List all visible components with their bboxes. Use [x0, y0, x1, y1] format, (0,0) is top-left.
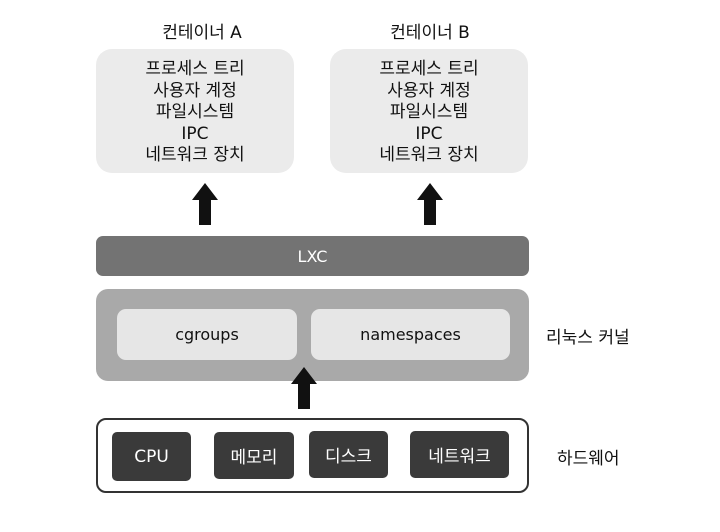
cpu-label: CPU: [134, 446, 169, 467]
container-b-item: 파일시스템: [389, 102, 469, 122]
cpu-box: CPU: [112, 432, 191, 481]
disk-label: 디스크: [325, 447, 372, 467]
arrow-up-icon: [192, 183, 218, 225]
arrow-up-icon: [417, 183, 443, 225]
container-a-box: 프로세스 트리 사용자 계정 파일시스템 IPC 네트워크 장치: [96, 49, 294, 173]
memory-box: 메모리: [214, 432, 294, 479]
kernel-label: 리눅스 커널: [546, 328, 630, 348]
cgroups-box: cgroups: [117, 309, 297, 360]
hardware-label: 하드웨어: [557, 449, 620, 469]
disk-box: 디스크: [309, 431, 388, 478]
network-label: 네트워크: [428, 447, 491, 467]
namespaces-label: namespaces: [360, 325, 461, 344]
lxc-label: LXC: [297, 246, 328, 266]
container-a-title: 컨테이너 A: [162, 23, 242, 43]
memory-label: 메모리: [230, 448, 278, 468]
lxc-bar: LXC: [96, 236, 529, 276]
container-b-item: 사용자 계정: [387, 80, 471, 101]
network-box: 네트워크: [410, 431, 509, 478]
container-b-item: 네트워크 장치: [379, 145, 479, 165]
container-a-item: 파일시스템: [155, 102, 235, 122]
container-a-item: 사용자 계정: [153, 80, 237, 101]
arrow-up-icon: [291, 367, 317, 409]
container-a-item: 프로세스 트리: [145, 59, 245, 79]
container-b-item: IPC: [415, 123, 443, 144]
container-b-box: 프로세스 트리 사용자 계정 파일시스템 IPC 네트워크 장치: [330, 49, 528, 173]
container-b-item: 프로세스 트리: [379, 59, 479, 79]
container-b-title: 컨테이너 B: [390, 23, 470, 43]
cgroups-label: cgroups: [175, 325, 239, 344]
container-a-item: 네트워크 장치: [145, 145, 245, 165]
container-a-item: IPC: [181, 123, 209, 144]
namespaces-box: namespaces: [311, 309, 510, 360]
